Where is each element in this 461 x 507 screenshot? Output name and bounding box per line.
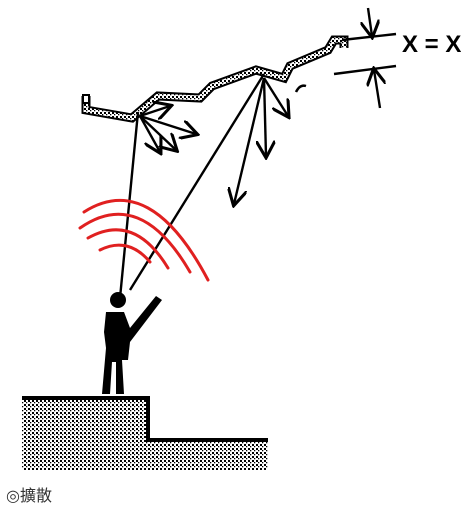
diffused-rays xyxy=(138,77,288,204)
incident-rays xyxy=(118,73,266,299)
thickness-dimension xyxy=(333,7,397,109)
ceiling-reflector xyxy=(81,35,349,123)
thickness-formula: X = X xyxy=(402,31,461,58)
diffusion-caption: ◎擴散 xyxy=(6,486,52,505)
stage-platform xyxy=(22,396,268,470)
sound-wave-arcs xyxy=(78,198,210,282)
person-figure xyxy=(102,292,162,394)
reflector-tick-mark xyxy=(294,84,307,93)
